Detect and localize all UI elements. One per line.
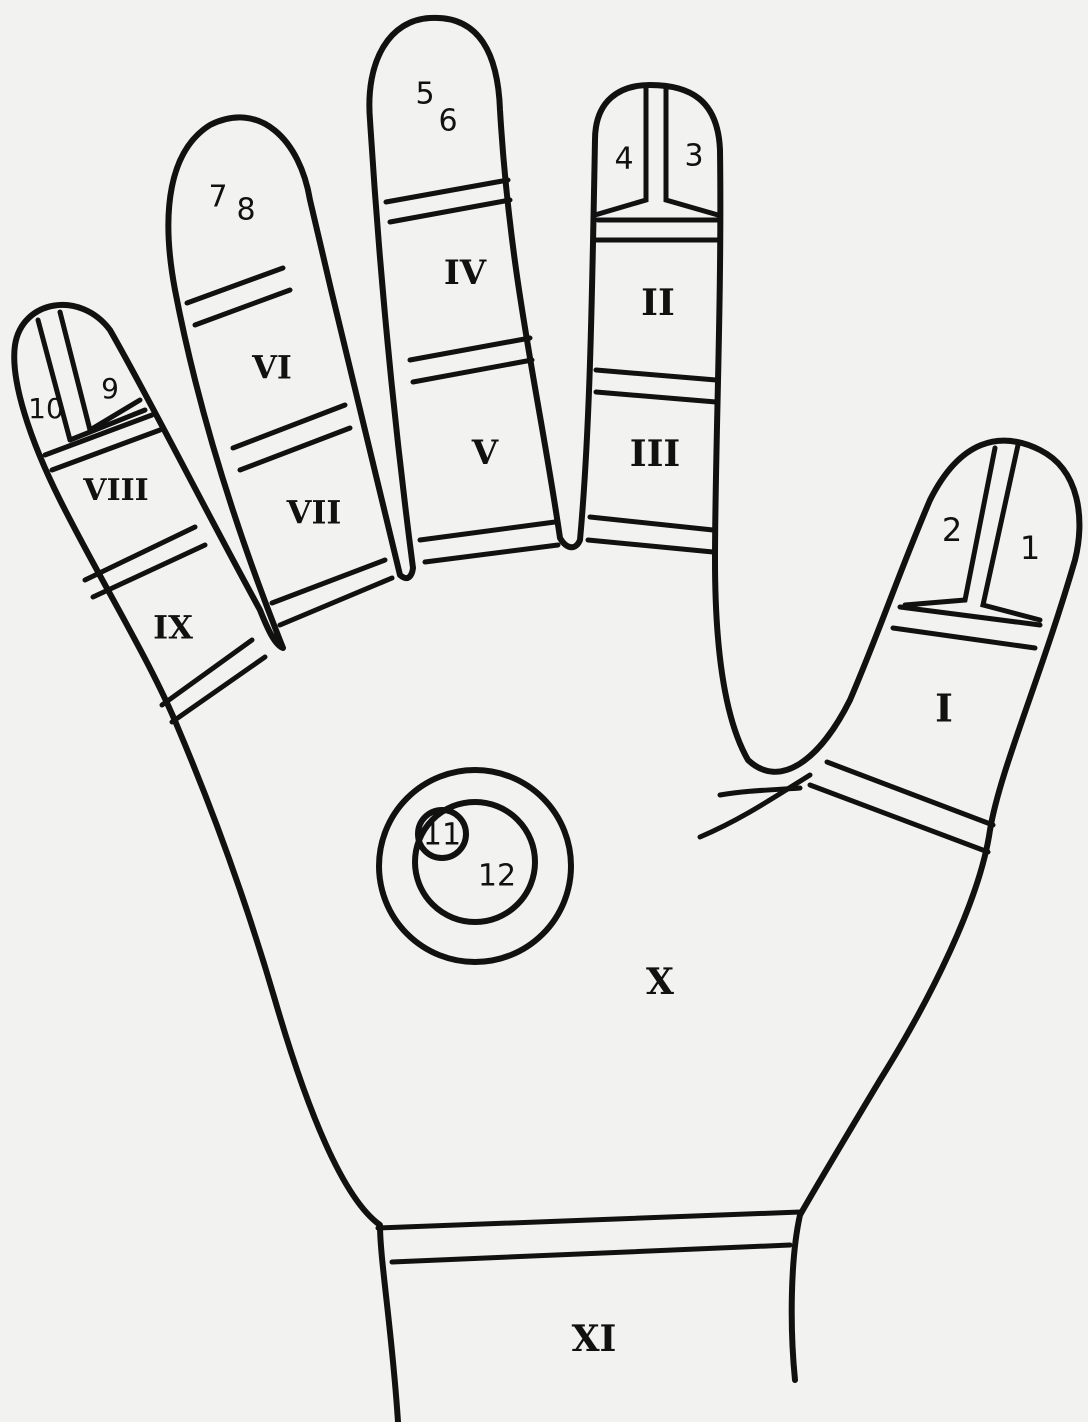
palm-outer-circle xyxy=(379,770,571,962)
palm-crease xyxy=(700,775,810,837)
label-palm-11: 11 xyxy=(423,818,461,853)
label-thumb-segment: I xyxy=(935,686,953,731)
label-palm-12: 12 xyxy=(478,859,516,894)
label-middle-middle: IV xyxy=(444,253,487,293)
label-little-middle: VIII xyxy=(82,473,148,508)
label-middle-6: 6 xyxy=(438,104,457,139)
label-index-4: 4 xyxy=(614,142,633,177)
label-index-3: 3 xyxy=(684,139,703,174)
label-middle-5: 5 xyxy=(415,77,434,112)
label-middle-base: V xyxy=(471,433,499,473)
label-ring-middle: VI xyxy=(251,349,292,387)
wrist-band-lower xyxy=(392,1245,790,1262)
label-thumb-2: 2 xyxy=(942,511,962,549)
label-ring-8: 8 xyxy=(236,193,255,228)
label-thumb-1: 1 xyxy=(1020,529,1040,567)
label-index-base: III xyxy=(630,433,681,475)
label-little-10: 10 xyxy=(28,392,64,425)
label-little-9: 9 xyxy=(101,372,119,405)
label-ring-base: VII xyxy=(286,494,342,532)
label-index-middle: II xyxy=(641,282,675,324)
label-little-base: IX xyxy=(153,609,193,647)
label-wrist: XI xyxy=(572,1318,617,1360)
wrist-band-upper xyxy=(378,1212,800,1228)
ring-finger xyxy=(187,268,392,625)
label-ring-7: 7 xyxy=(208,180,227,215)
label-palm: X xyxy=(646,961,674,1003)
